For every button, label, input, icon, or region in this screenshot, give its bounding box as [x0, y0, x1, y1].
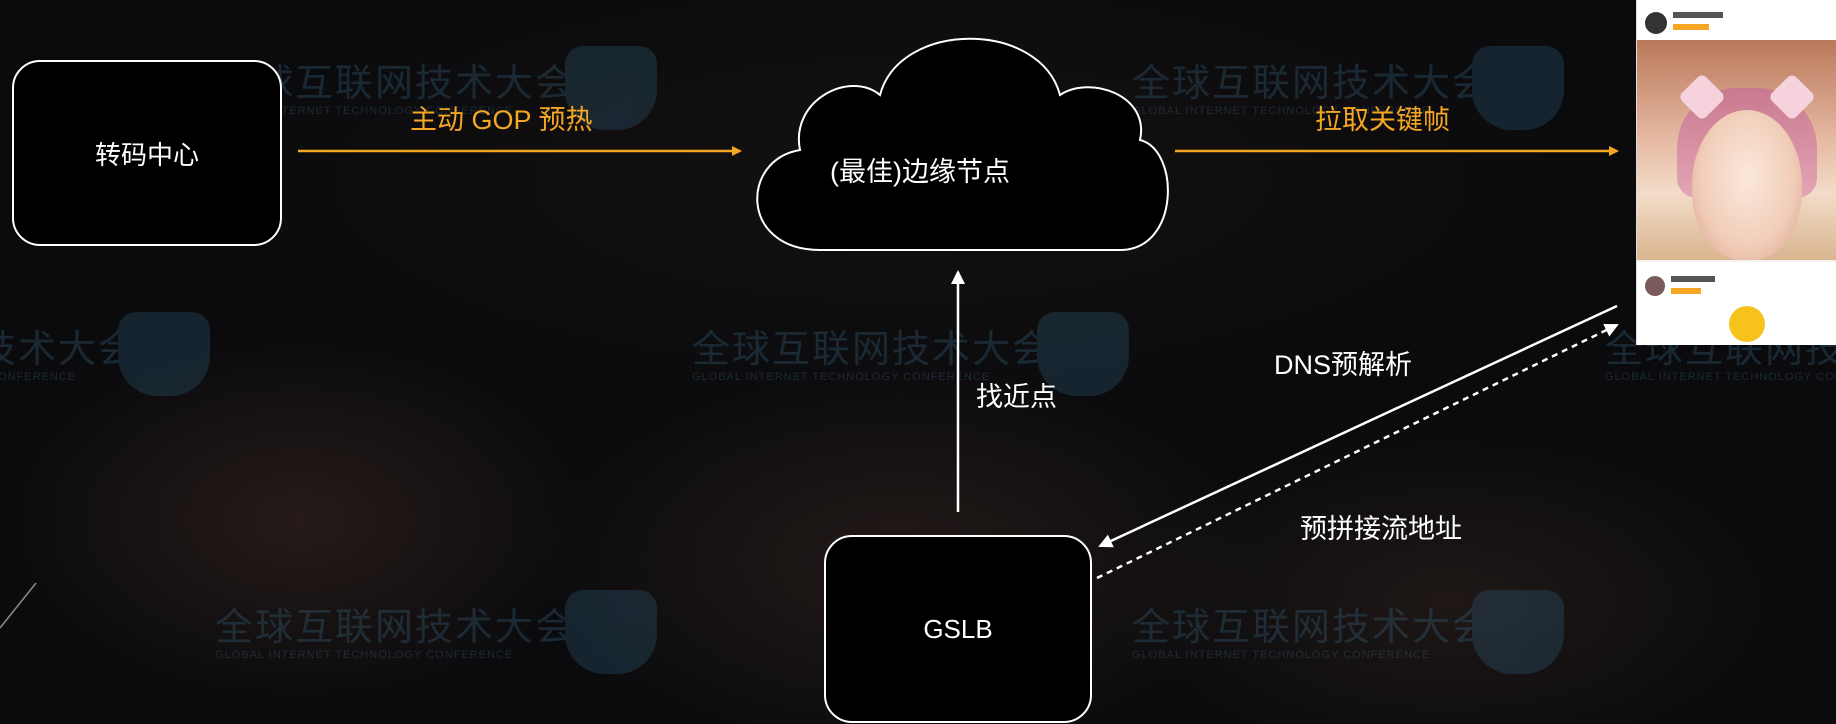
- client-app-screenshot: [1636, 0, 1836, 345]
- face-shape: [1692, 110, 1802, 260]
- level-badge: [1673, 24, 1709, 30]
- label-dns-preresolve: DNS预解析: [1274, 350, 1413, 380]
- live-button-icon: [1729, 306, 1765, 342]
- live-stream-thumbnail: [1637, 40, 1836, 288]
- decorative-line: [0, 582, 37, 629]
- transcode-center-node: 转码中心: [12, 60, 282, 246]
- edge-node-cloud: [756, 37, 1169, 251]
- arrow-prejoin-stream: [1096, 323, 1619, 580]
- label-prejoin-stream: 预拼接流地址: [1300, 514, 1462, 544]
- label-find-nearest: 找近点: [976, 382, 1057, 412]
- arrow-dns-preresolve: [1098, 304, 1618, 548]
- avatar: [1645, 12, 1667, 34]
- app-header: [1637, 0, 1836, 40]
- next-stream-row: [1637, 262, 1836, 345]
- username-placeholder: [1673, 12, 1723, 18]
- avatar: [1645, 276, 1665, 296]
- label-pull-keyframe: 拉取关键帧: [1315, 105, 1450, 135]
- gslb-label: GSLB: [923, 613, 993, 644]
- gslb-node: GSLB: [824, 535, 1092, 723]
- username-placeholder: [1671, 276, 1715, 282]
- transcode-center-label: 转码中心: [94, 139, 199, 170]
- label-gop-preheat: 主动 GOP 预热: [410, 105, 593, 135]
- level-badge: [1671, 288, 1701, 294]
- edge-node-label: (最佳)边缘节点: [830, 157, 1010, 187]
